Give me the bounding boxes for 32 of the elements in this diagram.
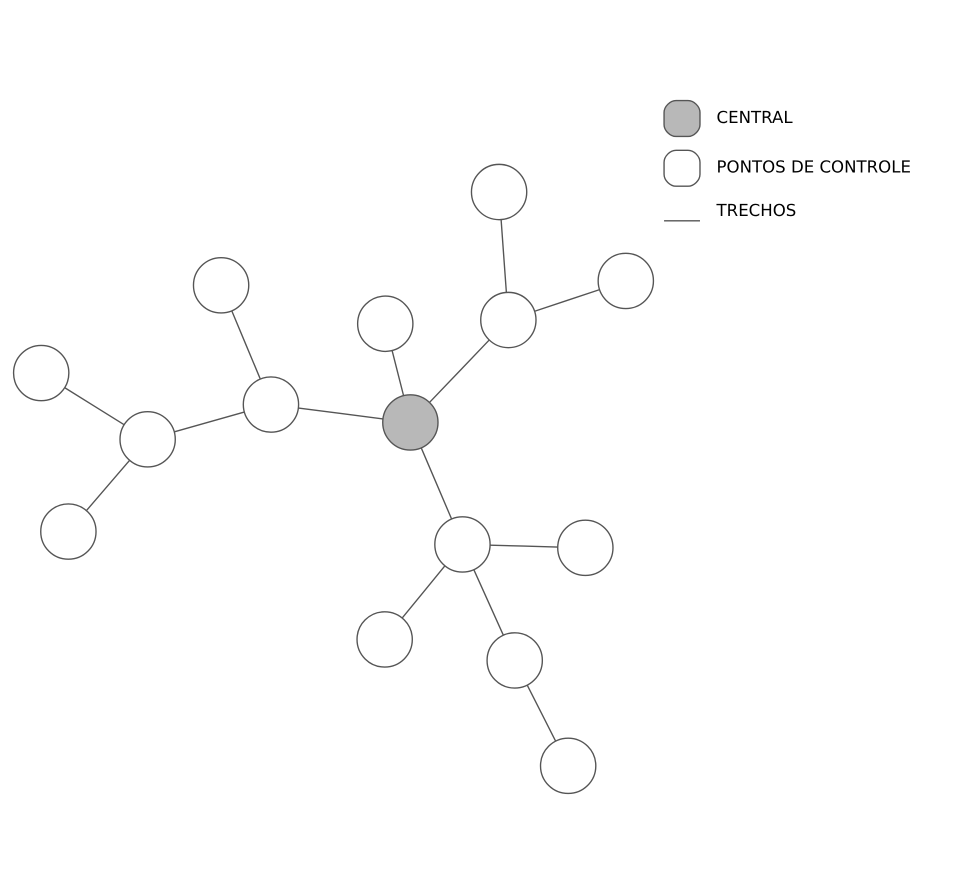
node-circle <box>40 503 97 560</box>
connector <box>86 460 130 511</box>
node-circle <box>540 738 596 794</box>
legend-label: TRECHOS <box>716 201 796 220</box>
connector <box>490 544 558 548</box>
connector <box>64 387 124 426</box>
connector <box>298 407 383 420</box>
connector <box>534 289 600 312</box>
connector <box>174 411 244 432</box>
node-circle <box>486 632 544 689</box>
node-circle <box>480 292 537 348</box>
connector <box>420 448 452 520</box>
node-circle <box>470 164 528 220</box>
connector <box>500 220 508 292</box>
legend-label: CENTRAL <box>716 108 793 127</box>
node-circle <box>356 611 413 668</box>
legend-label: PONTOS DE CONTROLE <box>716 158 911 177</box>
connector <box>526 685 556 742</box>
node-circle <box>382 394 439 451</box>
node-circle <box>356 295 414 352</box>
node-circle <box>597 252 654 310</box>
connector <box>231 310 261 379</box>
node-circle <box>12 344 70 402</box>
node-circle <box>557 519 614 576</box>
node-circle <box>434 516 491 573</box>
connector <box>473 570 504 636</box>
connector <box>429 340 490 403</box>
node-circle <box>192 256 250 314</box>
node-circle <box>119 411 176 468</box>
connector <box>402 566 446 618</box>
connector <box>391 350 404 396</box>
node-circle <box>242 376 300 433</box>
